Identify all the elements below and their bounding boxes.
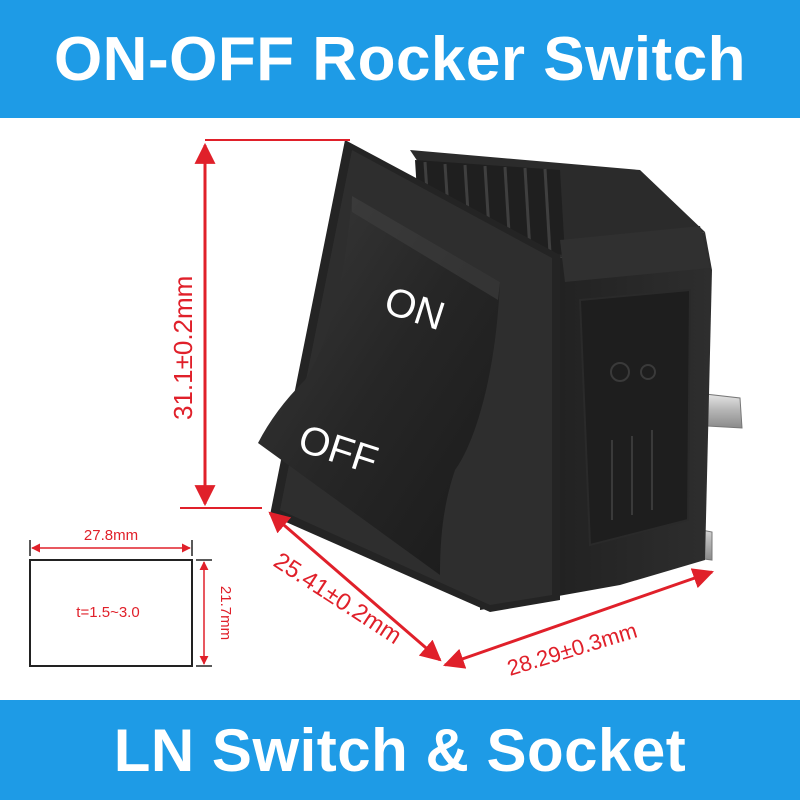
cutout-width-label: 27.8mm (84, 527, 138, 544)
header-title: ON-OFF Rocker Switch (53, 24, 747, 94)
cutout-height-label: 21.7mm (217, 586, 234, 640)
height-dimension-label: 31.1±0.2mm (168, 276, 198, 420)
depth-dimension-label: 28.29±0.3mm (504, 618, 640, 681)
rocker-button (258, 196, 500, 575)
footer-title: LN Switch & Socket (113, 716, 687, 784)
header-banner: ON-OFF Rocker Switch (0, 0, 800, 118)
height-dimension (180, 139, 350, 509)
depth-dimension (443, 568, 714, 669)
cutout-thickness-label: t=1.5~3.0 (76, 604, 139, 621)
width-dimension (268, 511, 442, 662)
panel-cutout-diagram (29, 540, 212, 667)
footer-banner: LN Switch & Socket (0, 700, 800, 800)
